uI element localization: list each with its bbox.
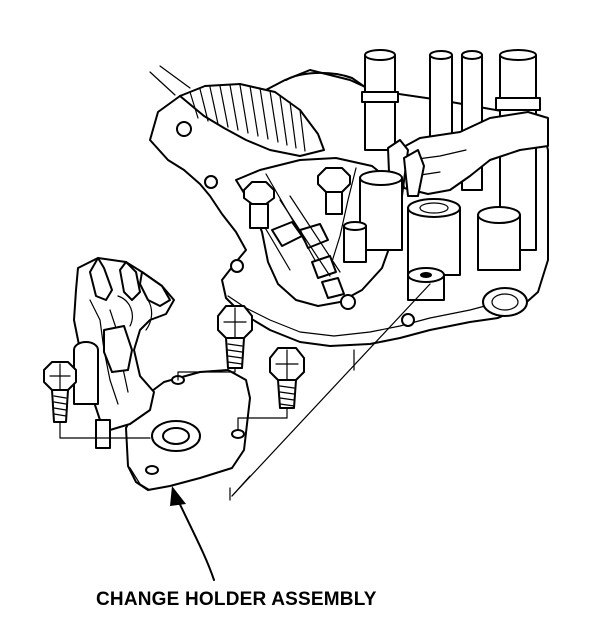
shift-forks [359,111,549,301]
mounting-bolt-right [269,347,305,409]
shift-shafts [361,49,541,251]
mounting-bolt-left [43,361,77,423]
change-holder-assembly-label: CHANGE HOLDER ASSEMBLY [96,589,377,610]
alignment-lines [59,283,431,501]
change-holder-assembly [73,257,251,491]
mounting-bolt-center [217,305,253,369]
callout-arrow [170,486,215,581]
ring-gear [179,71,373,157]
housing-internal-parts [243,167,367,299]
